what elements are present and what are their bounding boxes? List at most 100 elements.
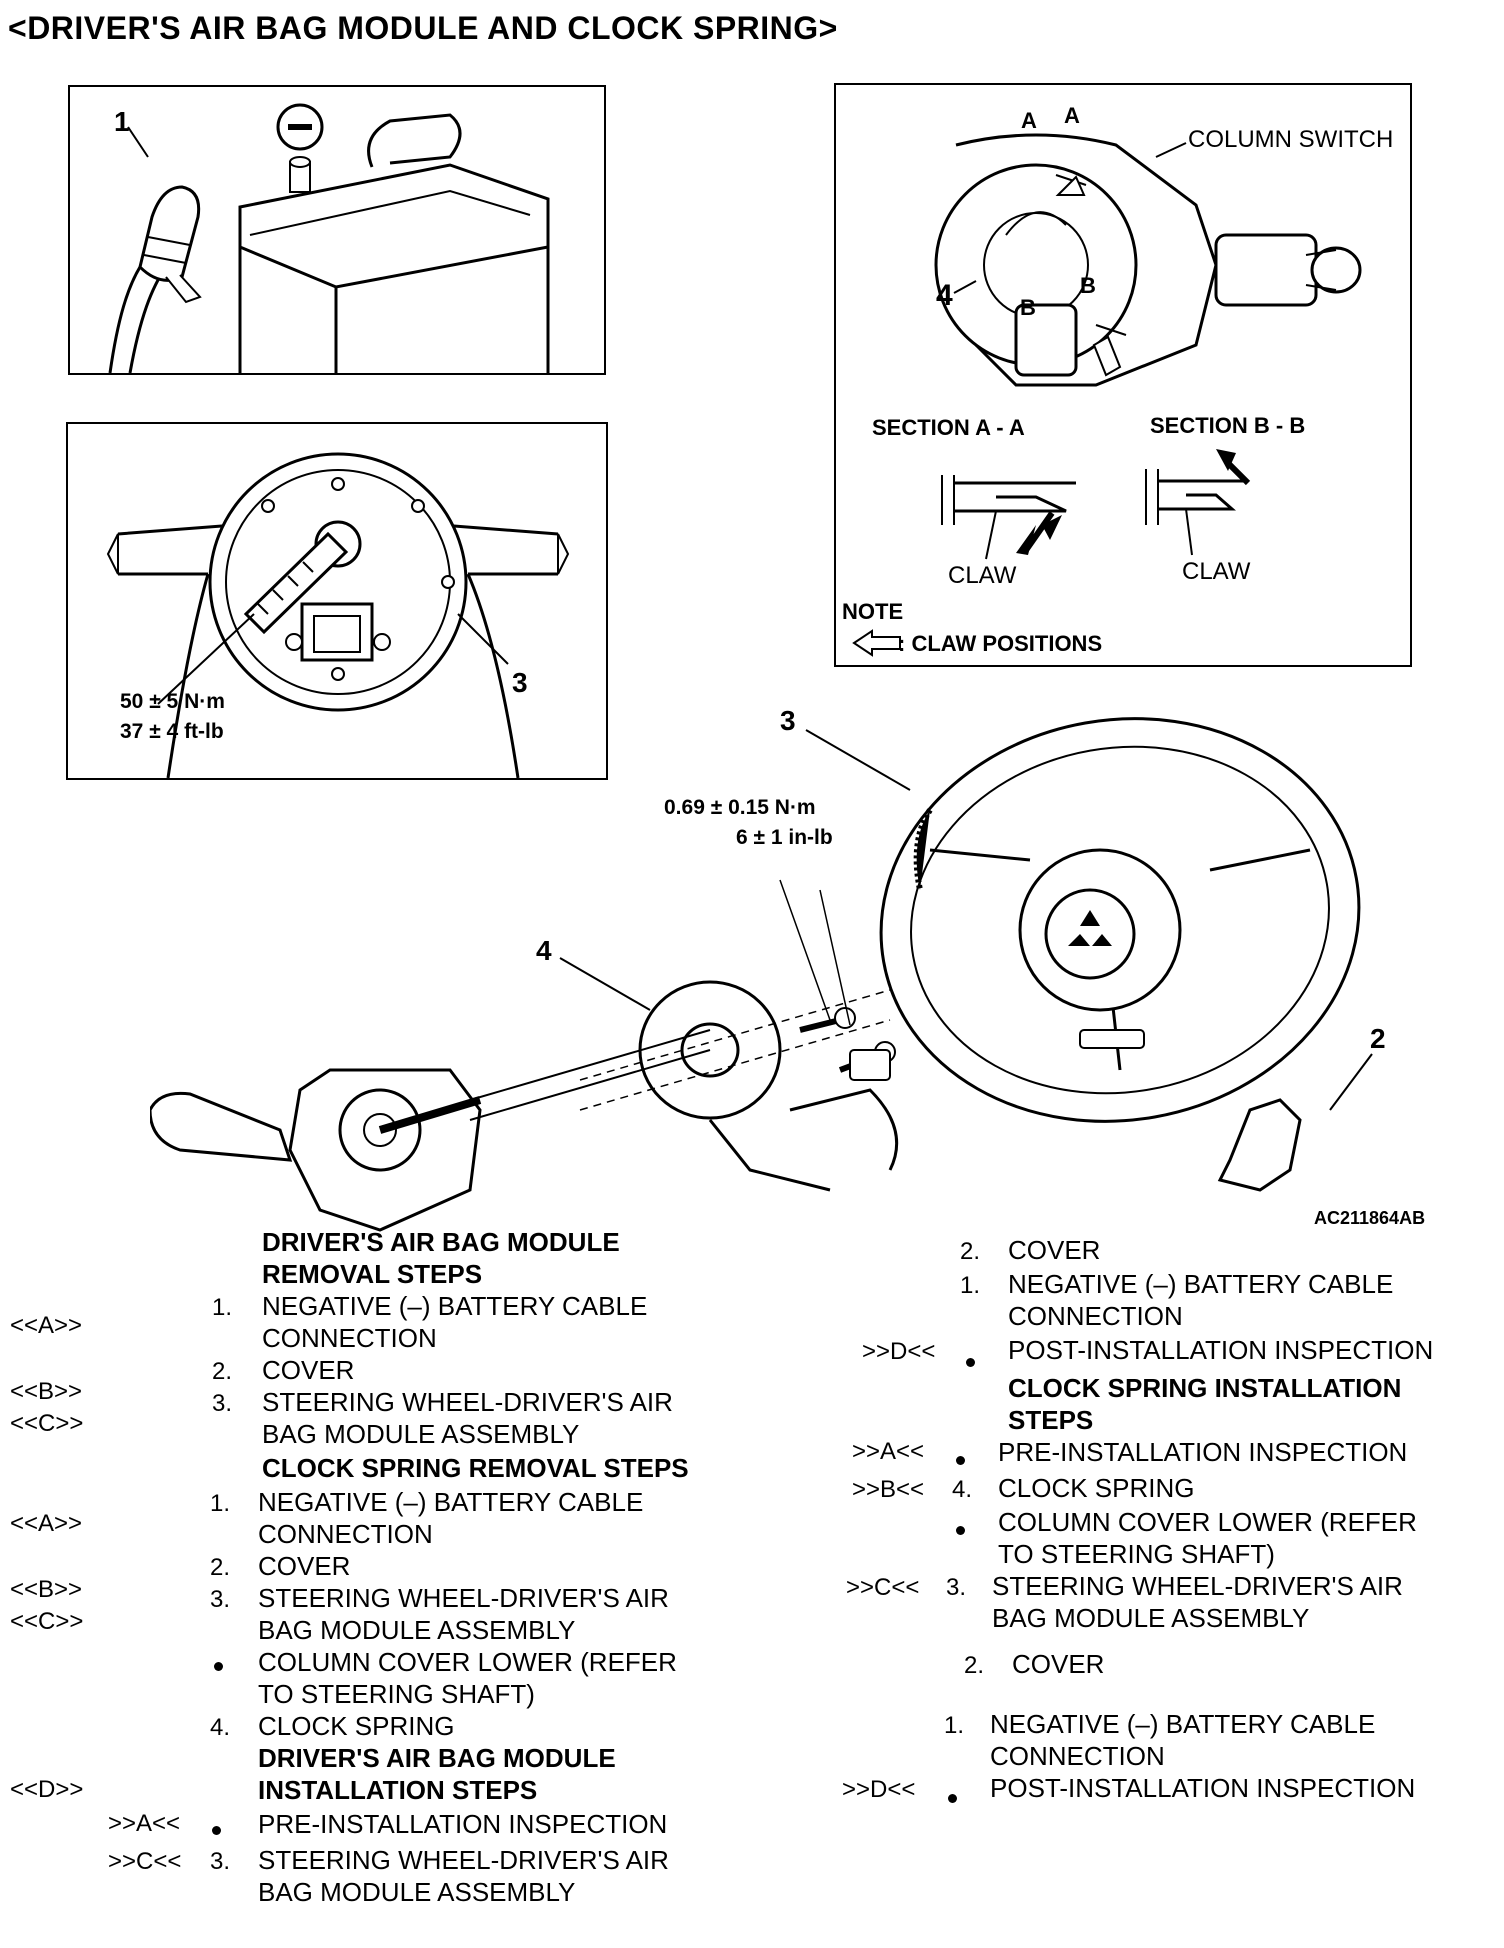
step-number: 1. (944, 1712, 965, 1739)
step-text: POST-INSTALLATION INSPECTION (990, 1773, 1416, 1803)
step-text: CONNECTION (1008, 1301, 1183, 1331)
bullet (956, 1526, 965, 1535)
service-code: <<D>> (10, 1776, 84, 1803)
service-code: <<B>> (10, 1576, 83, 1603)
figure-id: AC211864AB (1314, 1208, 1425, 1228)
step-text: POST-INSTALLATION INSPECTION (1008, 1335, 1434, 1365)
torque-spec-line2: 37 ± 4 ft-lb (120, 720, 224, 743)
label-a-1: A (1021, 108, 1037, 133)
exploded-view-illustration: 3 4 2 AC211864AB (148, 690, 1430, 1250)
column-switch-label: COLUMN SWITCH (1188, 126, 1393, 153)
step-number: 4. (952, 1476, 973, 1503)
step-number: 2. (210, 1554, 231, 1581)
step-text: COVER (262, 1355, 355, 1385)
step-text: COVER (258, 1551, 351, 1581)
heading-clock-spring-install-2: STEPS (1008, 1405, 1094, 1435)
step-number: 2. (960, 1238, 981, 1265)
note-claw-positions: : CLAW POSITIONS (898, 631, 1102, 656)
heading-airbag-install-1: DRIVER'S AIR BAG MODULE (258, 1743, 616, 1773)
bullet (966, 1358, 975, 1367)
step-text: NEGATIVE (–) BATTERY CABLE (258, 1487, 644, 1517)
steering-wheel-bolt-panel: 3 50 ± 5 N·m 37 ± 4 ft-lb (66, 422, 608, 780)
step-text: BAG MODULE ASSEMBLY (258, 1615, 576, 1645)
service-code: >>B<< (852, 1476, 925, 1503)
step-number: 2. (212, 1358, 233, 1385)
step-text: STEERING WHEEL-DRIVER'S AIR (258, 1583, 669, 1613)
label-b-2: B (1020, 295, 1036, 320)
service-code: >>D<< (842, 1776, 916, 1803)
step-text: BAG MODULE ASSEMBLY (992, 1603, 1310, 1633)
clock-spring-section-illustration: A A B B COLUMN SWITCH 4 SECTION A - A SE… (842, 103, 1393, 657)
bullet (212, 1826, 221, 1835)
bullet (214, 1662, 223, 1671)
step-text: NEGATIVE (–) BATTERY CABLE (1008, 1269, 1394, 1299)
step-text: STEERING WHEEL-DRIVER'S AIR (992, 1571, 1403, 1601)
step-text: PRE-INSTALLATION INSPECTION (998, 1437, 1408, 1467)
callout-1: 1 (114, 106, 130, 137)
step-number: 1. (210, 1490, 231, 1517)
callout-2-main: 2 (1370, 1023, 1386, 1054)
heading-airbag-install-2: INSTALLATION STEPS (258, 1775, 538, 1805)
steering-wheel-bolt-illustration: 3 (106, 452, 570, 779)
bullet (948, 1794, 957, 1803)
step-number: 3. (212, 1390, 233, 1417)
label-a-2: A (1064, 103, 1080, 128)
label-b-1: B (1080, 273, 1096, 298)
section-b-b-label: SECTION B - B (1150, 413, 1305, 438)
step-text: COVER (1012, 1649, 1105, 1679)
step-text: STEERING WHEEL-DRIVER'S AIR (262, 1387, 673, 1417)
callout-4-main: 4 (536, 935, 552, 966)
service-code: >>D<< (862, 1338, 936, 1365)
service-code: <<B>> (10, 1378, 83, 1405)
step-number: 4. (210, 1714, 231, 1741)
step-text: NEGATIVE (–) BATTERY CABLE (262, 1291, 648, 1321)
service-code: <<A>> (10, 1510, 83, 1537)
battery-illustration: 1 − (108, 103, 550, 374)
step-text: COVER (1008, 1235, 1101, 1265)
step-number: 3. (210, 1848, 231, 1875)
step-text: STEERING WHEEL-DRIVER'S AIR (258, 1845, 669, 1875)
step-text: COLUMN COVER LOWER (REFER (258, 1647, 677, 1677)
heading-airbag-removal-2: REMOVAL STEPS (262, 1259, 483, 1289)
battery-illustration-panel: 1 − (68, 85, 606, 375)
step-text: CONNECTION (258, 1519, 433, 1549)
service-code: >>A<< (852, 1438, 925, 1465)
step-text: CLOCK SPRING (998, 1473, 1195, 1503)
step-text: COLUMN COVER LOWER (REFER (998, 1507, 1417, 1537)
step-number: 3. (946, 1574, 967, 1601)
clock-spring-section-panel: A A B B COLUMN SWITCH 4 SECTION A - A SE… (834, 83, 1412, 667)
service-code: >>C<< (846, 1574, 920, 1601)
step-text: BAG MODULE ASSEMBLY (262, 1419, 580, 1449)
step-number: 1. (960, 1272, 981, 1299)
step-number: 3. (210, 1586, 231, 1613)
claw-label-1: CLAW (948, 562, 1017, 589)
screw-torque-line1: 0.69 ± 0.15 N·m (664, 796, 816, 819)
step-text: TO STEERING SHAFT) (998, 1539, 1275, 1569)
step-text: CONNECTION (262, 1323, 437, 1353)
heading-clock-spring-install-1: CLOCK SPRING INSTALLATION (1008, 1373, 1402, 1403)
step-text: CONNECTION (990, 1741, 1165, 1771)
step-text: TO STEERING SHAFT) (258, 1679, 535, 1709)
heading-airbag-removal-1: DRIVER'S AIR BAG MODULE (262, 1227, 620, 1257)
service-code: <<A>> (10, 1312, 83, 1339)
exploded-view-drawing: 3 4 2 AC211864AB (148, 705, 1425, 1232)
step-text: NEGATIVE (–) BATTERY CABLE (990, 1709, 1376, 1739)
heading-clock-spring-removal: CLOCK SPRING REMOVAL STEPS (262, 1453, 689, 1483)
callout-3: 3 (512, 667, 528, 698)
callout-3-main: 3 (780, 705, 796, 736)
step-number: 2. (964, 1652, 985, 1679)
service-code: <<C>> (10, 1608, 84, 1635)
callout-4: 4 (936, 279, 953, 312)
step-number: 1. (212, 1294, 233, 1321)
step-text: CLOCK SPRING (258, 1711, 455, 1741)
page-title: <DRIVER'S AIR BAG MODULE AND CLOCK SPRIN… (8, 10, 838, 46)
torque-spec-line1: 50 ± 5 N·m (120, 690, 225, 713)
service-code: >>C<< (108, 1848, 182, 1875)
step-text: PRE-INSTALLATION INSPECTION (258, 1809, 668, 1839)
note-label: NOTE (842, 599, 903, 624)
section-a-a-label: SECTION A - A (872, 415, 1025, 440)
step-text: BAG MODULE ASSEMBLY (258, 1877, 576, 1907)
claw-label-2: CLAW (1182, 558, 1251, 585)
service-code: >>A<< (108, 1810, 181, 1837)
screw-torque-line2: 6 ± 1 in-lb (736, 826, 833, 849)
